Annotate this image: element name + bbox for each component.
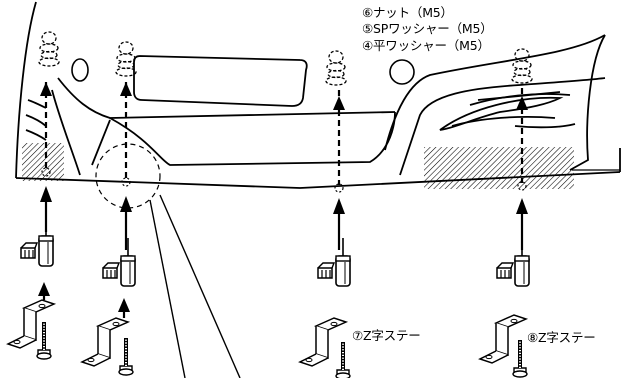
spacer-1 [20,217,54,267]
label-flat-washer: ④平ワッシャー（M5） [362,38,490,53]
screw-4 [511,338,529,378]
label-sp-washer: ⑤SPワッシャー（M5） [362,21,493,36]
hole-left [71,58,89,82]
label-z-stay-8: ⑧Z字ステー [527,330,598,345]
screw-1 [35,320,53,361]
z-stay-2 [81,317,129,367]
arrows-lower-lines [44,200,524,250]
z-stay-3 [299,317,347,367]
arrows-stay-heads [38,282,130,312]
leader-line-2 [159,194,241,378]
arrows-upper [40,82,528,110]
screw-2 [117,336,135,377]
detail-circle [95,143,161,209]
label-z-stay-7: ⑦Z字ステー [352,328,423,343]
label-nut: ⑥ナット（M5） [362,5,453,20]
bolt-stack-2 [115,41,137,77]
screw-3 [334,340,352,378]
bolt-stack-1 [38,31,60,67]
spacer-3 [317,237,351,287]
mount-points [41,167,527,193]
leader-line-1 [149,199,186,378]
bolt-stack-3 [325,50,347,86]
arrows-lower-heads [40,186,528,214]
spacer-2 [102,237,136,287]
hatched-area-right [424,147,574,189]
spacer-4 [496,237,530,287]
hole-center [389,59,415,85]
bolt-stack-4 [511,48,533,84]
arrows-stay-lines [42,290,126,318]
z-stay-1 [7,299,55,349]
